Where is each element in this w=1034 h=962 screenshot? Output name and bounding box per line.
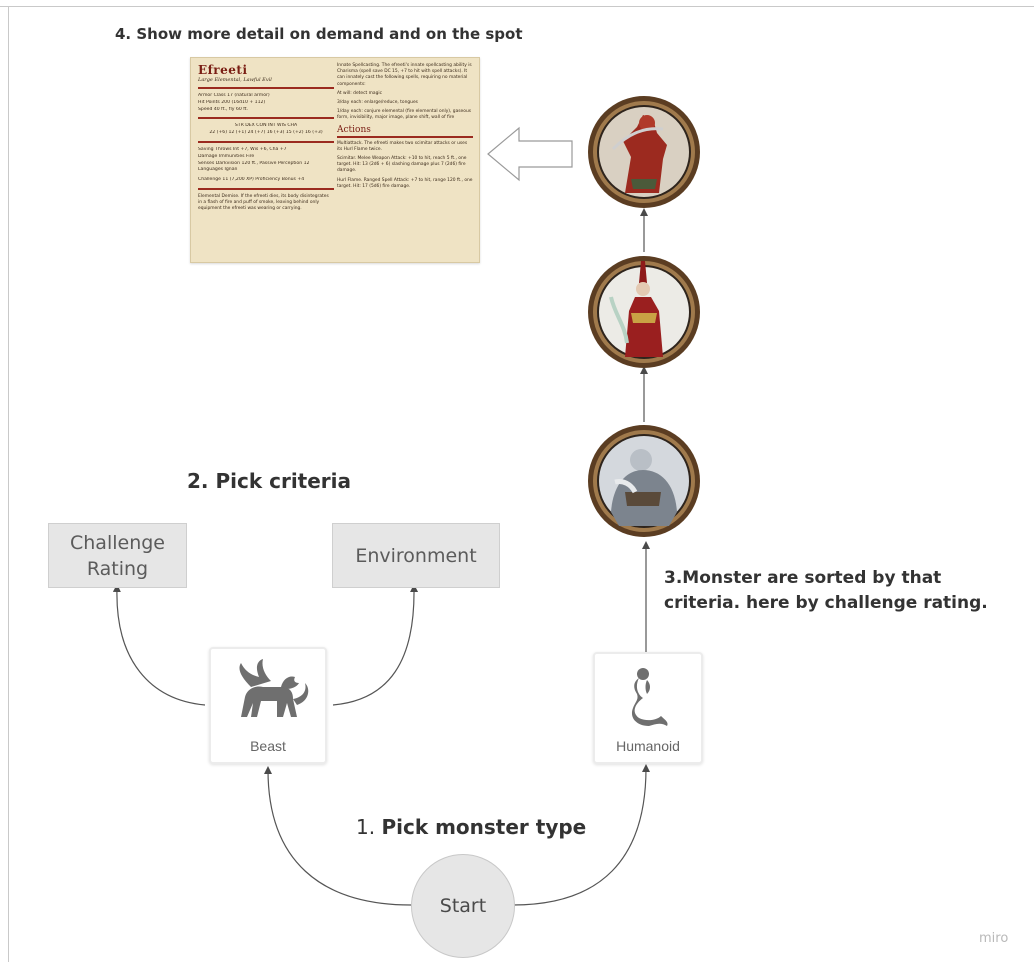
action-paragraph: Multiattack. The efreeti makes two scimi… — [337, 140, 468, 152]
monster-token-mage[interactable] — [585, 253, 703, 371]
stat-line: Speed 40 ft., fly 60 ft. — [198, 106, 249, 112]
environment-box[interactable]: Environment — [332, 523, 500, 588]
challenge-rating-line1: Challenge — [70, 531, 165, 554]
challenge-rating-line2: Rating — [86, 557, 149, 580]
connector-beast-to-environment — [332, 584, 419, 706]
monster-token-efreeti[interactable] — [585, 93, 703, 211]
step1-prefix: 1. — [356, 815, 382, 839]
step3-line2: criteria. here by challenge rating. — [664, 593, 988, 613]
stat-block: Efreeti Large Elemental, Lawful Evil Arm… — [190, 57, 480, 263]
connector-beast-to-challenge — [112, 584, 206, 706]
stat-block-right-column: Innate Spellcasting. The efreeti's innat… — [337, 63, 473, 193]
beast-card[interactable]: Beast — [209, 647, 327, 764]
action-paragraph: Hurl Flame. Ranged Spell Attack: +7 to h… — [337, 177, 473, 189]
spell-line: At will: detect magic — [337, 90, 382, 96]
monster-token-goliath[interactable] — [585, 422, 703, 540]
detail-arrow — [487, 126, 573, 182]
miro-watermark: miro — [979, 931, 1009, 946]
humanoid-card[interactable]: Humanoid — [593, 652, 703, 764]
step1-bold: Pick monster type — [381, 815, 587, 839]
beast-label: Beast — [250, 738, 286, 754]
humanoid-icon — [631, 668, 668, 726]
step3-line1: 3.Monster are sorted by that — [664, 568, 942, 588]
connector-start-to-beast — [264, 766, 412, 906]
canvas-left-border — [8, 6, 9, 962]
stat-block-left-column: Efreeti Large Elemental, Lawful Evil Arm… — [198, 63, 334, 216]
step3-heading: 3.Monster are sorted by that criteria. h… — [664, 566, 988, 616]
stat-block-divider — [198, 140, 334, 143]
actions-heading: Actions — [337, 124, 371, 135]
step2-heading: 2. Pick criteria — [187, 469, 352, 493]
stat-line: Senses Darkvision 120 ft., Passive Perce… — [198, 160, 310, 166]
stat-line: Hit Points 200 (16d10 + 112) — [198, 99, 266, 105]
humanoid-label: Humanoid — [616, 738, 680, 754]
stat-block-divider — [198, 87, 334, 89]
stat-block-divider — [198, 187, 334, 190]
stat-block-subtitle: Large Elemental, Lawful Evil — [198, 77, 272, 83]
stat-line: Saving Throws Int +7, Wis +6, Cha +7 — [198, 146, 287, 152]
trait-paragraph: Elemental Demise. If the efreeti dies, i… — [198, 193, 329, 212]
stat-line: Languages Ignan — [198, 167, 238, 173]
ability-values: 22 (+6) 12 (+1) 24 (+7) 16 (+3) 15 (+2) … — [209, 130, 323, 136]
challenge-line: Challenge 11 (7,200 XP) Proficiency Bonu… — [198, 177, 305, 183]
spell-line: 1/day each: conjure elemental (fire elem… — [337, 109, 472, 121]
step1-heading: 1. Pick monster type — [356, 815, 586, 839]
challenge-rating-box[interactable]: Challenge Rating — [48, 523, 187, 588]
connector-start-to-humanoid — [512, 764, 650, 906]
stat-block-name: Efreeti — [198, 63, 248, 77]
stat-line: Damage Immunities Fire — [198, 153, 255, 159]
action-paragraph: Scimitar. Melee Weapon Attack: +10 to hi… — [337, 156, 467, 174]
ability-headers: STR DEX CON INT WIS CHA — [234, 123, 298, 129]
stat-block-divider — [198, 117, 334, 120]
spell-line: 3/day each: enlarge/reduce, tongues — [337, 100, 418, 106]
beast-icon — [239, 659, 309, 717]
start-node[interactable]: Start — [411, 854, 515, 958]
step4-heading: 4. Show more detail on demand and on the… — [115, 25, 523, 43]
stat-block-divider — [337, 135, 473, 138]
stat-line: Armor Class 17 (natural armor) — [198, 93, 270, 98]
spellcasting-paragraph: Innate Spellcasting. The efreeti's innat… — [337, 63, 472, 87]
canvas-top-border — [0, 6, 1034, 7]
